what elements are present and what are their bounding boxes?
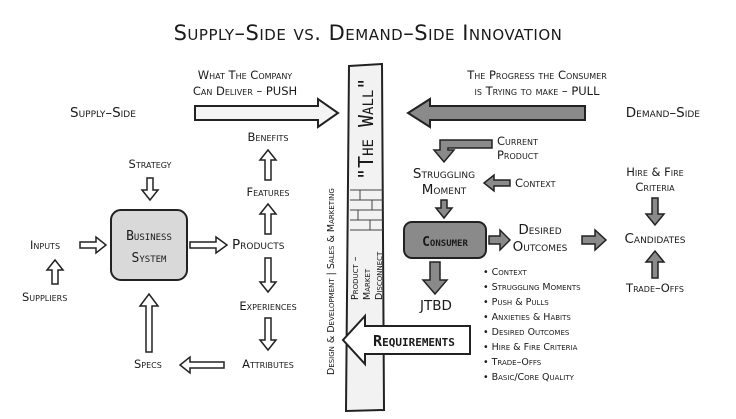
specs-label: Specs — [134, 357, 162, 371]
business-to-products-arrow — [189, 235, 229, 255]
push-label-line2: Can Deliver – PUSH — [193, 84, 297, 98]
products-to-experiences-arrow — [258, 257, 278, 294]
context-label: Context — [515, 176, 556, 190]
list-item: • Desired Outcomes — [483, 327, 570, 338]
business-system-box — [110, 209, 188, 281]
consumer-box — [403, 221, 487, 259]
features-label: Features — [247, 185, 290, 199]
inputs-arrow — [79, 235, 108, 255]
pull-arrow — [406, 97, 586, 129]
push-arrow — [194, 97, 340, 129]
desired-outcomes-line2: Outcomes — [513, 239, 568, 255]
attributes-to-specs-arrow — [178, 355, 225, 375]
products-to-features-arrow — [258, 202, 278, 235]
tradeoffs-label: Trade–Offs — [625, 281, 684, 295]
push-label-line1: What The Company — [198, 68, 293, 82]
consumer-label: Consumer — [422, 235, 468, 250]
experiences-label: Experiences — [239, 299, 296, 313]
current-product-line1: Current — [497, 134, 538, 148]
tradeoffs-arrow — [644, 249, 666, 279]
disconnect-line2: Market — [362, 268, 373, 300]
hire-fire-arrow — [644, 197, 666, 227]
struggling-moment-line2: Moment — [422, 182, 467, 198]
consumer-to-outcomes-arrow — [488, 228, 512, 252]
inputs-label: Inputs — [30, 238, 60, 252]
strategy-arrow — [140, 177, 160, 202]
requirements-arrow — [341, 313, 471, 367]
list-item: • Struggling Moments — [483, 282, 581, 293]
struggling-to-consumer-arrow — [434, 199, 454, 220]
specs-to-business-arrow — [138, 292, 160, 353]
pull-label-line2: is Trying to make – PULL — [475, 84, 601, 98]
the-wall — [344, 62, 386, 413]
list-item: • Trade–Offs — [483, 357, 542, 368]
requirements-label: Requirements — [373, 332, 455, 350]
suppliers-label: Suppliers — [22, 290, 67, 304]
hire-fire-line2: Criteria — [635, 180, 675, 194]
candidates-label: Candidates — [624, 231, 685, 247]
wall-label: "The Wall" — [354, 78, 378, 180]
list-item: • Hire & Fire Criteria — [483, 342, 578, 353]
products-label: Products — [232, 237, 285, 253]
disconnect-line1: Product – — [350, 256, 361, 300]
hire-fire-line1: Hire & Fire — [626, 165, 684, 179]
list-item: • Context — [483, 267, 527, 278]
list-item: • Push & Pulls — [483, 297, 549, 308]
jtbd-label: JTBD — [419, 298, 452, 314]
consumer-to-jtbd-arrow — [421, 261, 449, 296]
list-item: • Basic/Core Quality — [483, 372, 575, 383]
design-sales-vertical-label: Design & Development | Sales & Marketing — [326, 188, 337, 375]
list-item: • Anxieties & Habits — [483, 312, 571, 323]
attributes-label: Attributes — [242, 357, 294, 371]
benefits-label: Benefits — [248, 130, 289, 144]
outcomes-to-candidates-arrow — [581, 228, 608, 252]
diagram-title: Supply–Side vs. Demand–Side Innovation — [174, 21, 563, 45]
disconnect-line3: Disconnect — [374, 251, 385, 300]
suppliers-arrow — [45, 258, 65, 285]
struggling-moment-line1: Struggling — [413, 166, 475, 182]
current-product-arrow — [432, 139, 493, 164]
desired-outcomes-line1: Desired — [518, 222, 561, 238]
business-system-line2: System — [132, 251, 168, 266]
strategy-label: Strategy — [129, 157, 172, 171]
demand-side-label: Demand–Side — [626, 105, 701, 121]
current-product-line2: Product — [497, 148, 538, 162]
jtbd-criteria-list: • Context • Struggling Moments • Push & … — [483, 267, 581, 383]
features-to-benefits-arrow — [258, 148, 278, 181]
supply-side-label: Supply–Side — [70, 105, 136, 121]
business-system-line1: Business — [126, 229, 172, 244]
pull-label-line1: The Progress the Consumer — [466, 68, 607, 82]
experiences-to-attributes-arrow — [258, 317, 278, 352]
context-arrow — [482, 173, 511, 193]
